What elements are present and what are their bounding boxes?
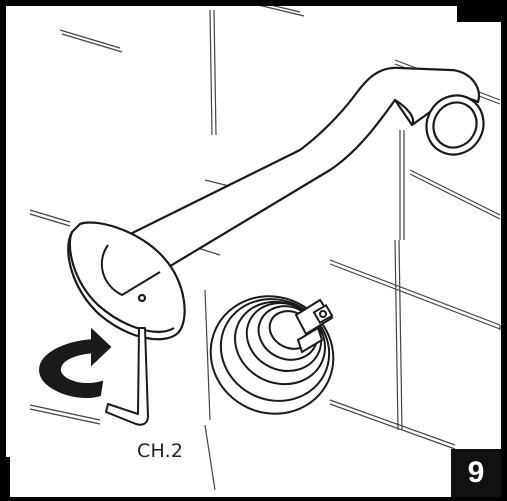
escutcheon <box>67 221 186 341</box>
hex-key-icon <box>105 327 149 426</box>
frame-right-border <box>501 0 507 501</box>
frame-corner-tab <box>457 0 507 22</box>
wall-tiles <box>29 0 501 491</box>
frame-bottom-border <box>0 497 507 501</box>
frame-top-border <box>0 0 507 6</box>
shower-arm <box>100 66 485 297</box>
valve-body <box>209 295 335 415</box>
curved-rotation-arrow-icon <box>38 327 112 399</box>
step-number-badge: 9 <box>451 449 501 497</box>
tool-label: CH.2 <box>137 440 184 462</box>
frame-left-border <box>0 0 6 501</box>
frame-corner-bottom-left <box>0 457 10 501</box>
